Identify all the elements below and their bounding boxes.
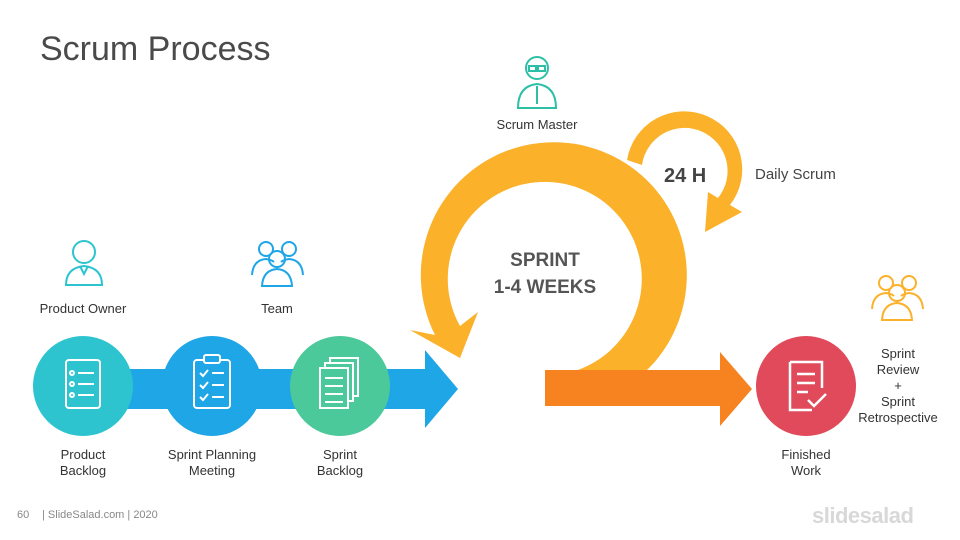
review-line-2: Review [876, 362, 920, 377]
brand-logo: slidesalad [812, 503, 914, 528]
document-check-icon [788, 360, 827, 412]
team-icon [251, 241, 304, 287]
review-line-1: Sprint [881, 346, 915, 361]
documents-icon [319, 357, 359, 409]
product-backlog-label: Product Backlog [33, 447, 133, 479]
finished-work-line-2: Work [790, 463, 822, 478]
sprint-backlog-line-1: Sprint [323, 447, 357, 462]
product-backlog-line-1: Product [60, 447, 106, 462]
team-label: Team [261, 301, 293, 316]
sprint-line-2: 1-4 WEEKS [493, 277, 597, 298]
sprint-cycle-arrow [410, 142, 687, 407]
sprint-planning-line-2: Meeting [188, 463, 236, 478]
product-owner-label: Product Owner [39, 301, 127, 316]
sprint-planning-line-1: Sprint Planning [167, 447, 257, 462]
sprint-line-1: SPRINT [510, 250, 580, 271]
review-line-4: Sprint [881, 394, 915, 409]
product-backlog-line-2: Backlog [59, 463, 107, 478]
review-line-3: + [894, 378, 902, 393]
list-icon [65, 359, 101, 409]
footer-credit: | SlideSalad.com | 2020 [42, 509, 158, 521]
sprint-backlog-line-2: Backlog [316, 463, 364, 478]
daily-hours-label: 24 H [664, 165, 707, 187]
review-line-5: Retrospective [858, 410, 938, 425]
finished-work-circle [756, 336, 856, 436]
daily-scrum-label: Daily Scrum [755, 166, 836, 183]
page-title: Scrum Process [40, 30, 271, 68]
finished-work-line-1: Finished [781, 447, 831, 462]
product-backlog-circle [33, 336, 133, 436]
page-number: 60 [17, 509, 30, 521]
scrum-master-label: Scrum Master [496, 117, 578, 132]
blue-arrow [380, 350, 458, 428]
sprint-label: SPRINT 1-4 WEEKS [455, 247, 635, 301]
scrum-master-icon [516, 56, 558, 109]
clipboard-checklist-icon [193, 354, 231, 409]
sprint-planning-label: Sprint Planning Meeting [152, 447, 272, 479]
finished-work-label: Finished Work [756, 447, 856, 479]
review-group-icon [871, 275, 924, 321]
review-label: Sprint Review + Sprint Retrospective [848, 346, 948, 426]
sprint-backlog-label: Sprint Backlog [290, 447, 390, 479]
orange-arrow [545, 352, 752, 426]
daily-scrum-arrow [627, 111, 743, 232]
product-owner-icon [64, 240, 104, 286]
